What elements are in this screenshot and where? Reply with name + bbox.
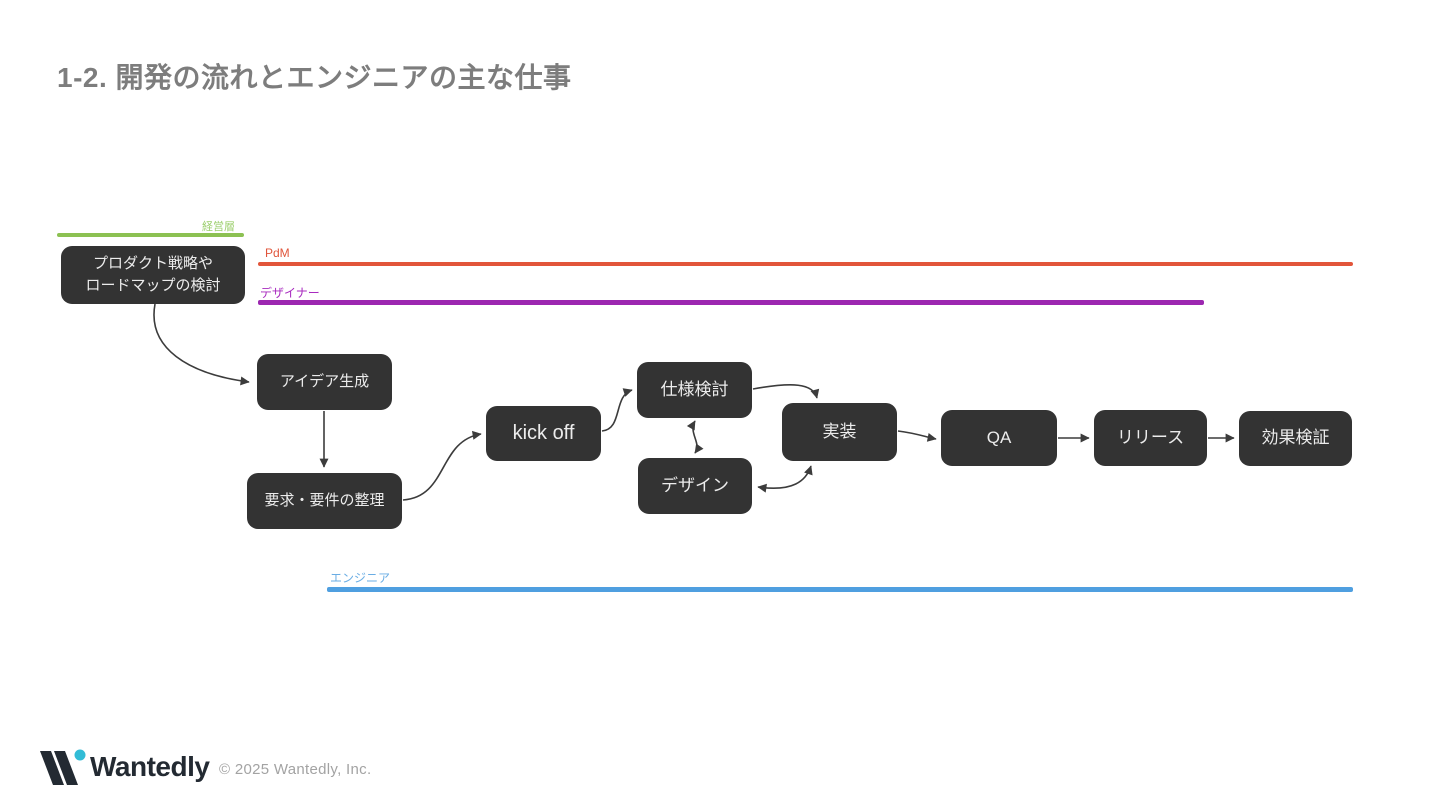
edge-strategy-idea: [153, 303, 250, 386]
lane-line-management: [57, 233, 244, 237]
flow-node-release: リリース: [1094, 410, 1207, 466]
lane-label-engineer: エンジニア: [330, 571, 391, 585]
edge-implementation-qa: [897, 430, 937, 442]
edge-kickoff-spec: [601, 388, 633, 432]
slide-title: 1-2. 開発の流れとエンジニアの主な仕事: [57, 62, 572, 93]
lane-line-engineer: [327, 587, 1353, 592]
lane-line-pdm: [258, 262, 1353, 266]
wantedly-logo-icon: [40, 749, 86, 785]
footer-copyright: © 2025 Wantedly, Inc.: [219, 761, 372, 778]
edge-design-implementation: [757, 465, 813, 493]
edge-requirements-kickoff: [402, 430, 482, 501]
flow-node-kickoff: kick off: [486, 406, 601, 461]
edge-spec-design: [686, 420, 704, 454]
lane-label-management: 経営層: [202, 221, 235, 233]
flow-node-verification: 効果検証: [1239, 411, 1352, 466]
lane-label-designer: デザイナー: [260, 286, 320, 300]
flow-node-design: デザイン: [638, 458, 752, 514]
flow-node-strategy: プロダクト戦略や ロードマップの検討: [61, 246, 245, 304]
flow-node-spec: 仕様検討: [637, 362, 752, 418]
flow-node-qa: QA: [941, 410, 1057, 466]
edge-spec-implementation: [752, 384, 820, 399]
wantedly-wordmark: Wantedly: [90, 751, 210, 782]
flow-node-requirements: 要求・要件の整理: [247, 473, 402, 529]
flow-node-implementation: 実装: [782, 403, 897, 461]
flow-node-idea: アイデア生成: [257, 354, 392, 410]
lane-label-pdm: PdM: [265, 246, 290, 260]
lane-line-designer: [258, 300, 1204, 305]
